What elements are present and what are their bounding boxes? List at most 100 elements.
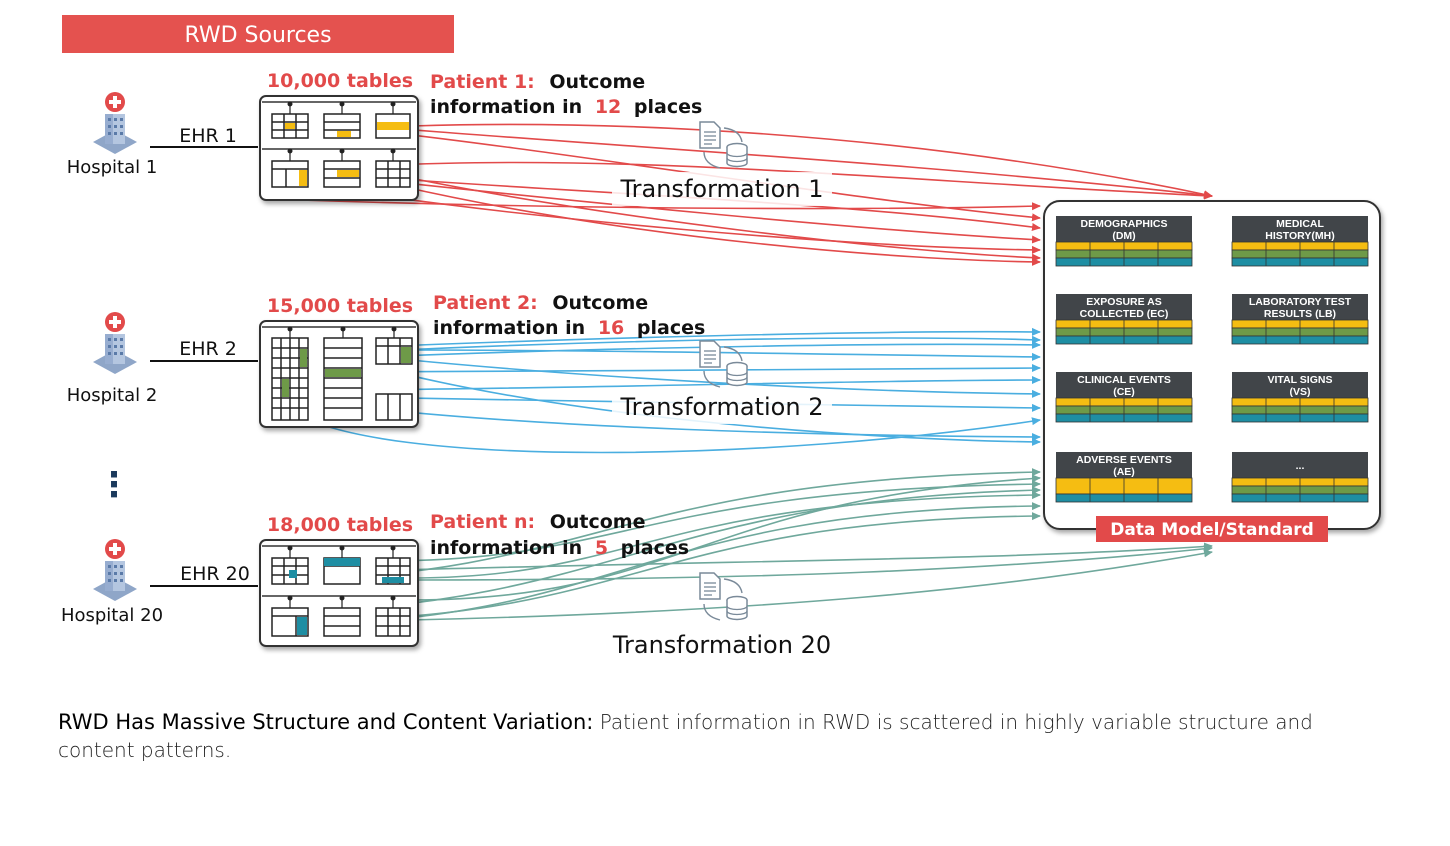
- patient-n-places-count: 5: [595, 537, 608, 559]
- transformation-2-label-bg: [612, 390, 832, 424]
- domain-abbreviation: RESULTS (LB): [1264, 308, 1336, 320]
- domain-title: VITAL SIGNS: [1268, 374, 1333, 386]
- patient-2-label: Patient 2:: [433, 292, 538, 314]
- data-model-label-bg: [1096, 516, 1328, 542]
- patient-2-outcome-word: Outcome: [552, 292, 648, 314]
- ehr-20-label: EHR 20: [180, 563, 250, 585]
- domain-title: EXPOSURE AS: [1086, 296, 1161, 308]
- ehr-1-label: EHR 1: [179, 125, 237, 147]
- ehr-2-schema-box: [259, 320, 419, 428]
- hospital-2-icon: [93, 312, 137, 374]
- hospital-2-label: Hospital 2: [67, 385, 158, 406]
- patient-2-places-count: 16: [598, 317, 624, 339]
- hospital-20-label: Hospital 20: [61, 605, 163, 626]
- domain-table: ...: [1231, 452, 1369, 503]
- flow-arrow: [399, 185, 1041, 266]
- more-sources-ellipsis: ⋮: [97, 465, 131, 505]
- patient-1-places-suffix: places: [634, 96, 702, 118]
- patient-1-outcome-line2: information in 12 places: [430, 96, 702, 118]
- flow-arrow: [349, 364, 1041, 373]
- figure-caption: RWD Has Massive Structure and Content Va…: [58, 708, 1378, 764]
- domain-header: [1232, 452, 1368, 478]
- caption-body: Patient information in RWD is scattered …: [58, 710, 1313, 762]
- flow-arrow: [411, 123, 1213, 199]
- cycle-arrow-icon: [723, 127, 743, 143]
- flow-arrow: [409, 359, 1041, 398]
- domain-header: [1056, 372, 1192, 398]
- flow-arrow: [339, 512, 1041, 621]
- ehr-2-label: EHR 2: [179, 338, 237, 360]
- ehr-20-schema-box: [259, 539, 419, 647]
- flow-arrow: [409, 349, 1041, 361]
- transformation-1-label: Transformation 1: [620, 175, 824, 203]
- cycle-arrow-icon: [703, 370, 721, 388]
- hospital-20-icon: [93, 539, 137, 601]
- domain-abbreviation: (VS): [1290, 386, 1311, 398]
- header-bar: [62, 15, 454, 53]
- tables-count-2: 15,000 tables: [267, 295, 413, 317]
- hospital-1-icon: [93, 92, 137, 154]
- domain-table: VITAL SIGNS(VS): [1231, 372, 1369, 423]
- domain-title: LABORATORY TEST: [1249, 296, 1352, 308]
- document-icon: [699, 121, 721, 149]
- database-icon: [726, 142, 748, 168]
- patient-n-outcome-line2: information in 5 places: [430, 537, 689, 559]
- patient-2-outcome-line2: information in 16 places: [433, 317, 705, 339]
- domain-abbreviation: (CE): [1113, 386, 1135, 398]
- domain-title: MEDICAL: [1276, 218, 1324, 230]
- flow-arrow: [409, 544, 1213, 581]
- source-hospital-1: Hospital 1 EHR 1 10,000 tables: [67, 70, 702, 201]
- document-icon: [699, 572, 721, 600]
- flow-arrow: [409, 177, 1041, 262]
- patient-n-label: Patient n:: [430, 511, 535, 533]
- document-icon: [699, 340, 721, 368]
- domain-abbreviation: (DM): [1112, 230, 1135, 242]
- domain-table: CLINICAL EVENTS(CE): [1055, 372, 1193, 423]
- patient-2-info-prefix: information in: [433, 317, 585, 339]
- flow-arrow: [399, 335, 1041, 351]
- cycle-arrow-icon: [703, 151, 721, 169]
- patient-1-outcome-line1: Patient 1: Outcome: [430, 71, 645, 93]
- domain-title: DEMOGRAPHICS: [1081, 218, 1168, 230]
- transformation-20-label: Transformation 20: [612, 631, 831, 659]
- domain-header: [1232, 216, 1368, 242]
- patient-1-outcome-word: Outcome: [549, 71, 645, 93]
- patient-n-outcome-line1: Patient n: Outcome: [430, 511, 645, 533]
- source-hospital-20: Hospital 20 EHR 20 18,000 tables: [61, 511, 689, 647]
- database-icon: [726, 595, 748, 621]
- patient-n-places-suffix: places: [621, 537, 689, 559]
- patient-1-places-count: 12: [595, 96, 621, 118]
- flow-arrow: [299, 486, 1041, 613]
- transformation-2-label: Transformation 2: [620, 393, 824, 421]
- data-model-label: Data Model/Standard: [1110, 520, 1314, 540]
- domain-table: ADVERSE EVENTS(AE): [1055, 452, 1193, 503]
- tables-count-1: 10,000 tables: [267, 70, 413, 92]
- domain-table: DEMOGRAPHICS(DM): [1055, 216, 1193, 267]
- domain-abbreviation: COLLECTED (EC): [1080, 308, 1169, 320]
- database-icon: [726, 361, 748, 387]
- ehr-1-schema-box: [259, 95, 419, 201]
- cycle-arrow-icon: [703, 603, 721, 621]
- flow-arrow: [299, 199, 1041, 211]
- domain-title: CLINICAL EVENTS: [1077, 374, 1171, 386]
- transformation-20-icons: [699, 572, 748, 621]
- cycle-arrow-icon: [723, 578, 743, 594]
- flow-arrow: [399, 491, 1041, 579]
- patient-1-info-prefix: information in: [430, 96, 582, 118]
- domain-abbreviation: HISTORY(MH): [1265, 230, 1334, 242]
- domain-header: [1056, 294, 1192, 320]
- transformation-1-label-bg: [612, 172, 832, 206]
- domain-header: [1056, 216, 1192, 242]
- patient-2-places-suffix: places: [637, 317, 705, 339]
- patient-2-outcome-line1: Patient 2: Outcome: [433, 292, 648, 314]
- domain-header: [1232, 294, 1368, 320]
- flow-arrow: [339, 480, 1041, 562]
- source-hospital-2: Hospital 2 EHR 2 15,000 tables: [67, 292, 705, 428]
- tables-count-20: 18,000 tables: [267, 514, 413, 536]
